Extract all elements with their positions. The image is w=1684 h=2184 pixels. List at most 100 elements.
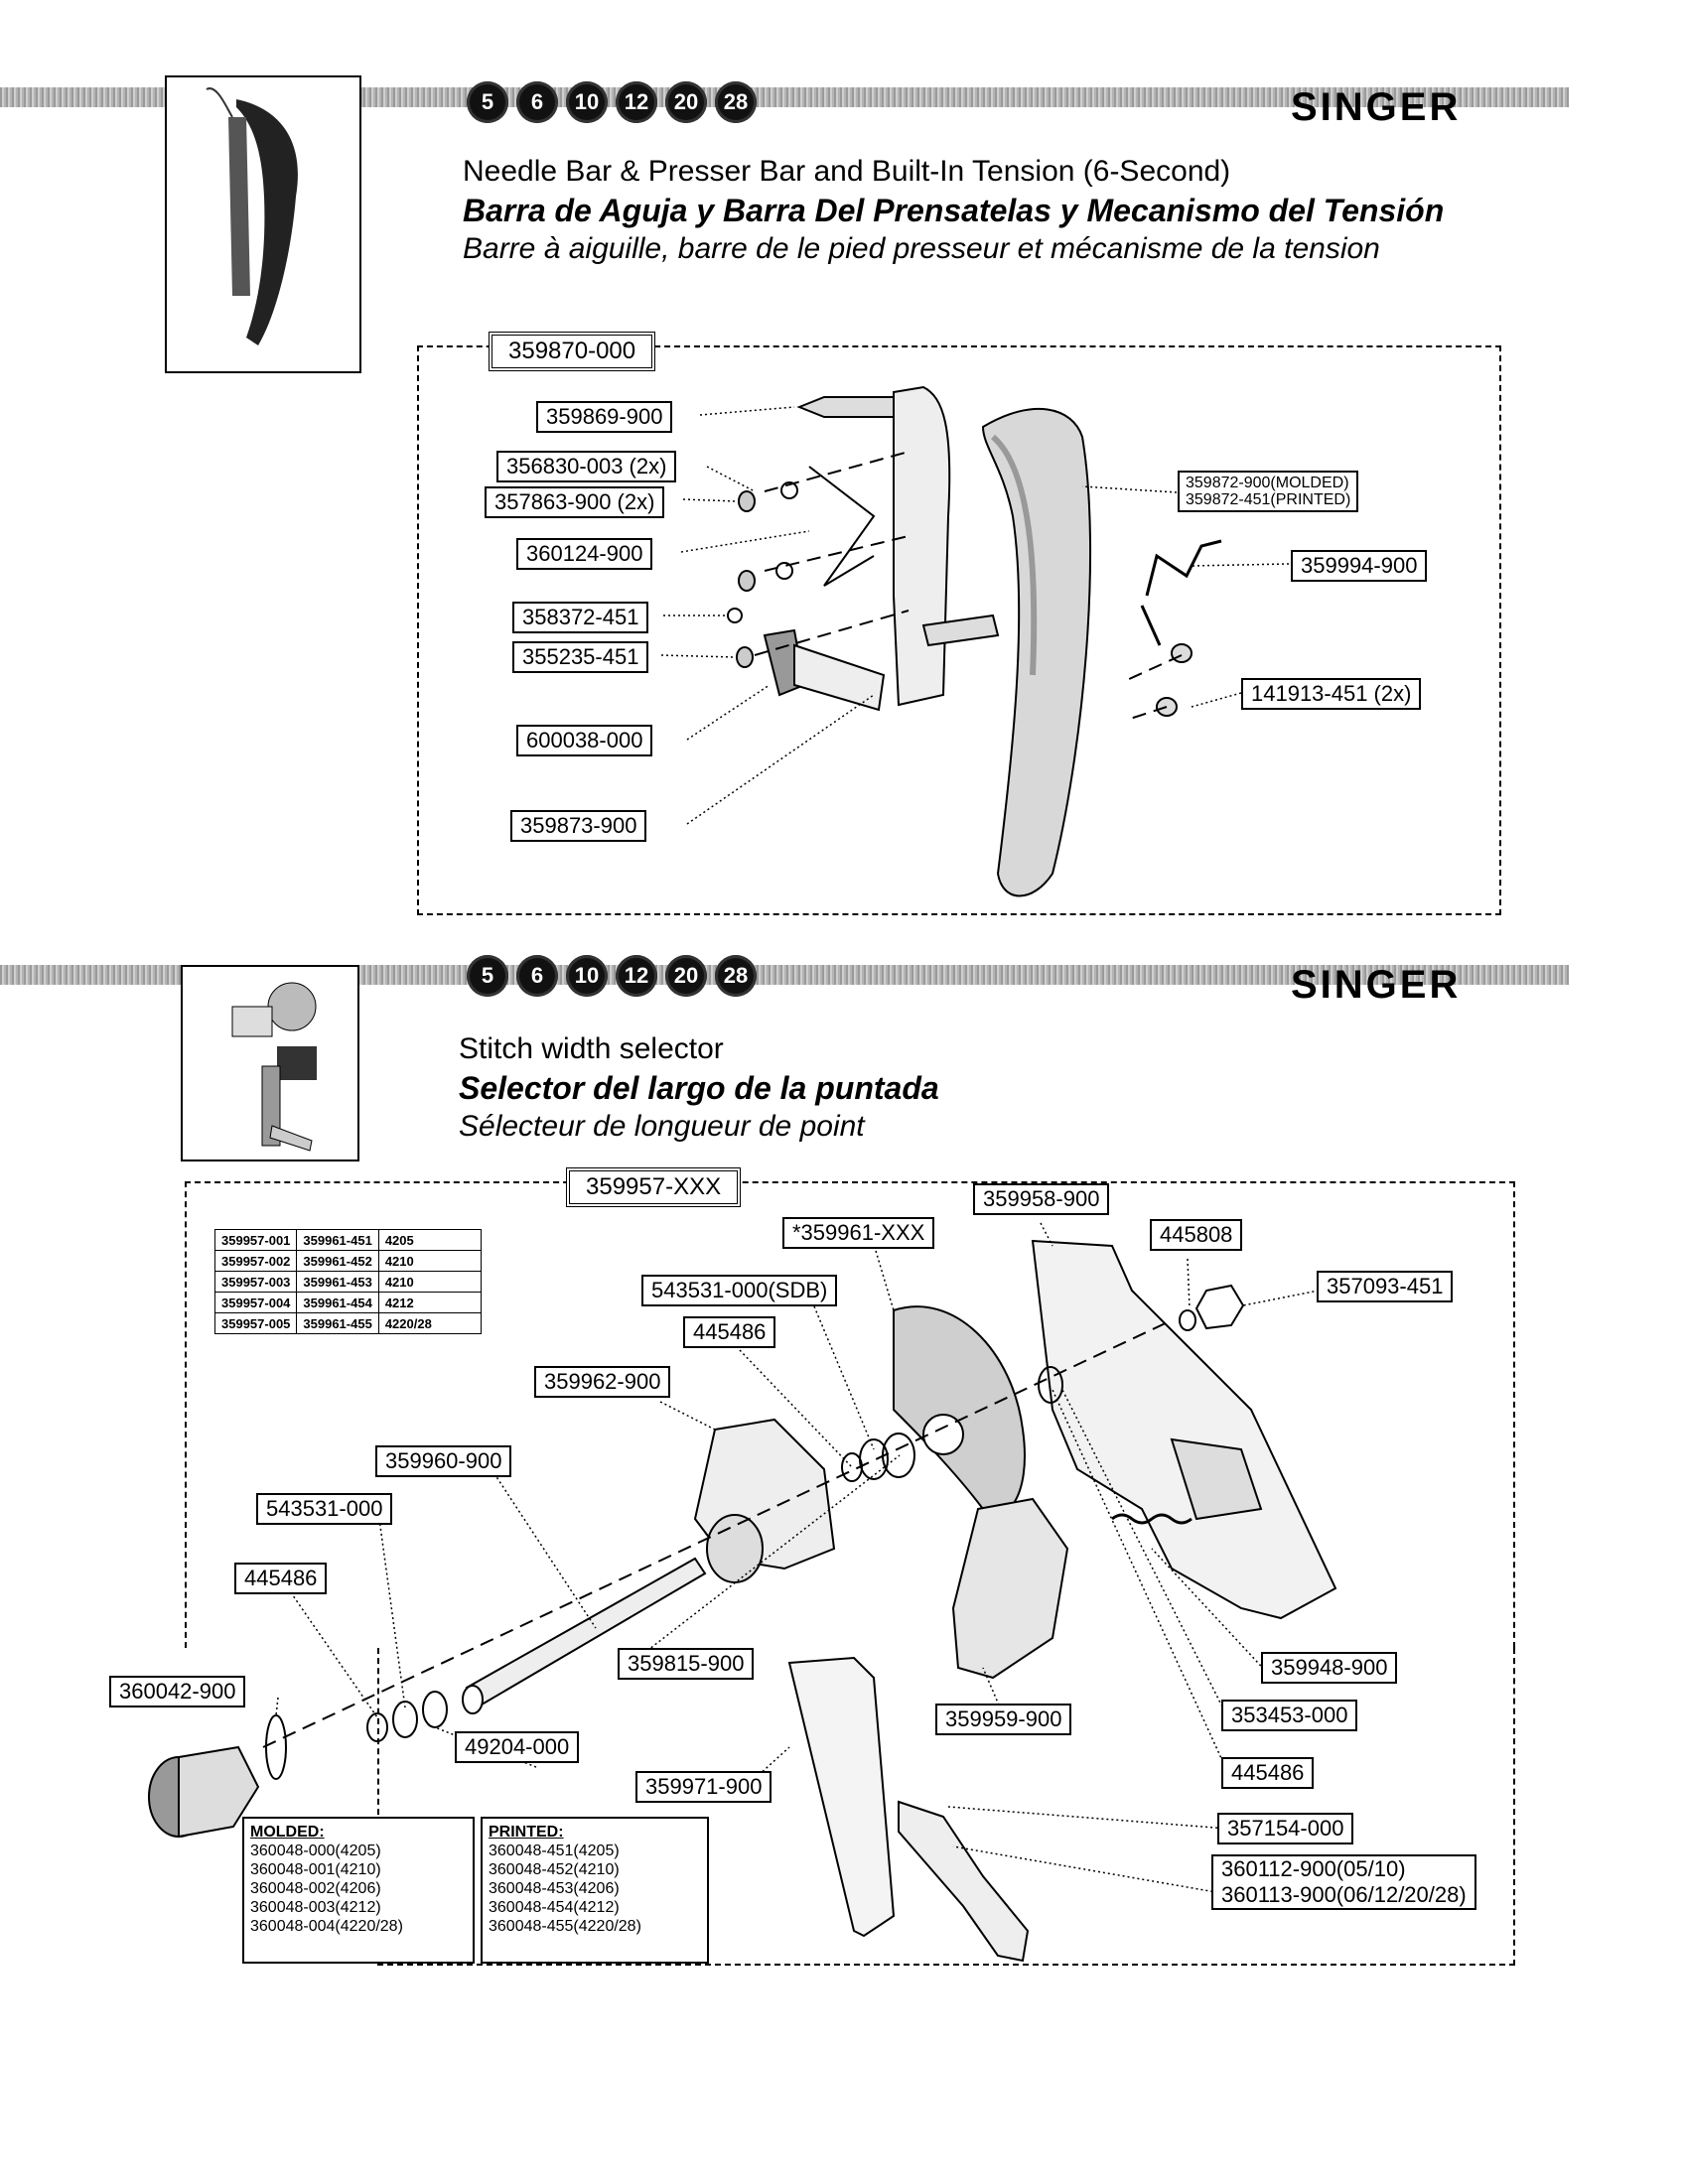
part-label: 359869-900 bbox=[536, 401, 673, 433]
model-badge: 12 bbox=[616, 955, 657, 997]
part-label: 445486 bbox=[683, 1316, 776, 1348]
part-label-link: 360112-900(05/10) 360113-900(06/12/20/28… bbox=[1211, 1854, 1476, 1910]
table-cell: 359957-002 bbox=[213, 1250, 298, 1272]
brand-logo: SINGER bbox=[1291, 963, 1462, 1007]
part-label-molded: 359872-900(MOLDED) bbox=[1186, 475, 1349, 491]
section2-header-band bbox=[0, 965, 1569, 985]
table-cell: 4210 bbox=[377, 1250, 482, 1272]
part-label: 359948-900 bbox=[1261, 1652, 1398, 1684]
list-item: 360048-000(4205) bbox=[250, 1843, 381, 1859]
list-item: 360048-454(4212) bbox=[489, 1899, 620, 1916]
part-label: 359994-900 bbox=[1291, 550, 1428, 582]
printed-knob-list: PRINTED: 360048-451(4205) 360048-452(421… bbox=[481, 1817, 709, 1964]
part-label: 357863-900 (2x) bbox=[485, 486, 665, 518]
section2-thumbnail bbox=[181, 965, 359, 1161]
section1-model-badges: 5 6 10 12 20 28 bbox=[467, 81, 757, 123]
section1-title-english: Needle Bar & Presser Bar and Built-In Te… bbox=[463, 155, 1231, 188]
part-label: 359962-900 bbox=[534, 1366, 671, 1398]
part-label: 359959-900 bbox=[935, 1704, 1072, 1735]
slide-plate-drawing bbox=[787, 1656, 896, 1938]
part-label: 360124-900 bbox=[516, 538, 653, 570]
list-item: 360048-451(4205) bbox=[489, 1843, 620, 1859]
section2-title-french: Sélecteur de longueur de point bbox=[459, 1110, 865, 1143]
link-drawing bbox=[898, 1800, 1030, 1963]
face-cover-drawing bbox=[981, 407, 1092, 897]
part-label-link-05-10: 360112-900(05/10) bbox=[1221, 1856, 1406, 1881]
list-item: 360048-003(4212) bbox=[250, 1899, 381, 1916]
gear-drawing bbox=[893, 1305, 1026, 1516]
part-label: 357154-000 bbox=[1217, 1813, 1354, 1844]
list-item: 360048-452(4210) bbox=[489, 1861, 620, 1878]
model-badge: 5 bbox=[467, 955, 508, 997]
model-badge: 5 bbox=[467, 81, 508, 123]
model-badge: 10 bbox=[566, 81, 608, 123]
molded-knob-list: MOLDED: 360048-000(4205) 360048-001(4210… bbox=[242, 1817, 475, 1964]
bracket-drawing bbox=[1031, 1239, 1337, 1620]
printed-heading: PRINTED: bbox=[489, 1824, 564, 1841]
part-label: 543531-000 bbox=[256, 1493, 393, 1525]
molded-heading: MOLDED: bbox=[250, 1824, 325, 1841]
part-label-link-06-28: 360113-900(06/12/20/28) bbox=[1221, 1882, 1467, 1907]
part-label-printed: 359872-451(PRINTED) bbox=[1186, 491, 1351, 508]
section1-assembly-boundary bbox=[417, 345, 1501, 915]
model-badge: 12 bbox=[616, 81, 657, 123]
table-cell: 359961-455 bbox=[296, 1312, 379, 1334]
table-cell: 359961-452 bbox=[296, 1250, 379, 1272]
model-badge: 6 bbox=[516, 81, 558, 123]
part-label: 445486 bbox=[1221, 1757, 1315, 1789]
table-cell: 4205 bbox=[377, 1229, 482, 1251]
section2-title-english: Stitch width selector bbox=[459, 1032, 724, 1065]
model-badge: 10 bbox=[566, 955, 608, 997]
part-label: 358372-451 bbox=[512, 602, 649, 633]
part-label: 356830-003 (2x) bbox=[496, 451, 677, 482]
part-label: 359958-900 bbox=[973, 1183, 1110, 1215]
model-badge: 20 bbox=[665, 955, 707, 997]
list-item: 360048-453(4206) bbox=[489, 1880, 620, 1897]
section1-title-french: Barre à aiguille, barre de le pied press… bbox=[463, 232, 1380, 265]
assembly-part-number: 359870-000 bbox=[489, 332, 656, 371]
part-label: 359971-900 bbox=[635, 1771, 772, 1803]
part-label: 359873-900 bbox=[510, 810, 647, 842]
section2-assembly-boundary-lower bbox=[377, 1648, 1515, 1966]
shaft-drawing bbox=[465, 1557, 707, 1709]
part-label: 359815-900 bbox=[618, 1648, 755, 1680]
part-label: 600038-000 bbox=[516, 725, 653, 756]
list-item: 360048-001(4210) bbox=[250, 1861, 381, 1878]
part-label: 359960-900 bbox=[375, 1445, 512, 1477]
part-label: 445486 bbox=[234, 1563, 328, 1594]
list-item: 360048-455(4220/28) bbox=[489, 1918, 641, 1935]
model-badge: 28 bbox=[715, 955, 757, 997]
part-label: 355235-451 bbox=[512, 641, 649, 673]
model-badge: 28 bbox=[715, 81, 757, 123]
section2-assembly-boundary bbox=[185, 1181, 1515, 1648]
part-label: *359961-XXX bbox=[782, 1217, 935, 1249]
section2-model-badges: 5 6 10 12 20 28 bbox=[467, 955, 757, 997]
part-label: 360042-900 bbox=[109, 1676, 246, 1707]
list-item: 360048-004(4220/28) bbox=[250, 1918, 403, 1935]
list-item: 360048-002(4206) bbox=[250, 1880, 381, 1897]
section1-header-band bbox=[0, 87, 1569, 107]
brand-logo: SINGER bbox=[1291, 85, 1462, 129]
lever-drawing bbox=[951, 1497, 1069, 1680]
model-badge: 6 bbox=[516, 955, 558, 997]
part-label: 543531-000(SDB) bbox=[641, 1275, 838, 1306]
part-label-cover: 359872-900(MOLDED) 359872-451(PRINTED) bbox=[1178, 471, 1359, 512]
section2-title-spanish: Selector del largo de la puntada bbox=[459, 1070, 939, 1106]
knob-drawing bbox=[148, 1745, 260, 1839]
part-label: 357093-451 bbox=[1317, 1271, 1454, 1302]
part-label: 141913-451 (2x) bbox=[1241, 678, 1422, 710]
table-cell: 359957-005 bbox=[213, 1312, 298, 1334]
section1-title-spanish: Barra de Aguja y Barra Del Prensatelas y… bbox=[463, 193, 1445, 228]
part-label: 445808 bbox=[1150, 1219, 1243, 1251]
part-label: 49204-000 bbox=[455, 1731, 580, 1763]
assembly-part-number: 359957-XXX bbox=[566, 1167, 742, 1207]
table-cell: 4220/28 bbox=[377, 1312, 482, 1334]
section1-thumbnail bbox=[165, 75, 361, 373]
spring-drawing bbox=[808, 466, 876, 587]
